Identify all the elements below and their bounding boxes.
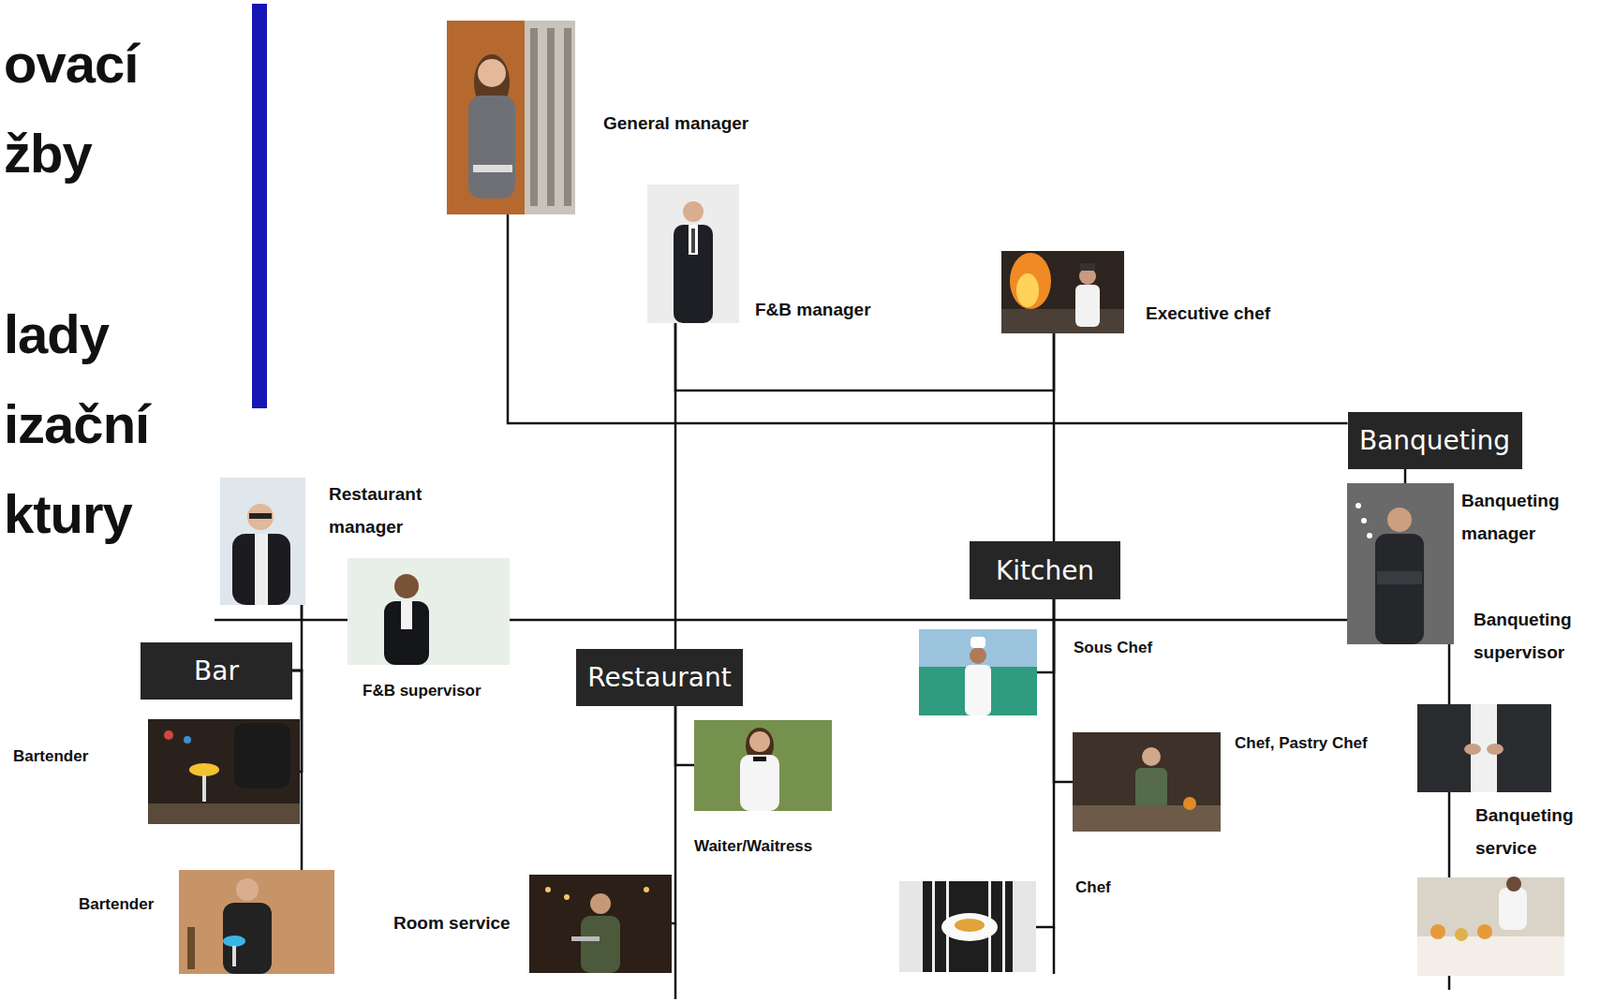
org-connector — [671, 706, 676, 924]
group-box: Kitchen — [969, 541, 1121, 600]
role-label: F&B manager — [755, 293, 872, 326]
role-label: Executive chef — [1145, 296, 1271, 330]
photo-banqueting-supervisor — [1417, 704, 1552, 793]
role-photo-box: General manager — [446, 20, 576, 215]
role-photo-box: Room service — [529, 874, 672, 974]
photo-restaurant-manager — [220, 477, 306, 606]
accent-bar — [251, 3, 267, 409]
photo-waiter — [694, 720, 832, 812]
role-label: Banqueting supervisor — [1473, 603, 1591, 669]
group-title: Kitchen — [995, 555, 1095, 587]
role-label: Banqueting service — [1475, 799, 1593, 865]
role-photo-box: Executive chef — [1001, 251, 1125, 334]
role-label: Bartender — [78, 888, 154, 921]
photo-pastry-chef — [1072, 732, 1221, 832]
role-photo-box: Banqueting supervisor — [1417, 704, 1552, 793]
photo-general-manager — [446, 20, 576, 215]
photo-bartender — [148, 719, 300, 825]
org-connector — [1037, 599, 1054, 673]
group-box: Bar — [140, 642, 293, 700]
photo-bartender-2 — [178, 870, 335, 975]
photo-fb-manager — [647, 184, 740, 324]
org-connector — [301, 605, 348, 621]
role-label: Restaurant manager — [328, 477, 451, 544]
title-fragment: lady izační ktury — [3, 289, 149, 560]
role-label: Sous Chef — [1073, 631, 1153, 665]
role-photo-box: F&B manager — [647, 184, 740, 324]
role-label: Waiter/Waitress — [694, 829, 813, 863]
org-connector — [1404, 469, 1408, 484]
photo-executive-chef — [1001, 251, 1125, 334]
org-connector — [675, 323, 1054, 391]
photo-chef — [899, 881, 1037, 973]
role-photo-box: Bartender — [178, 870, 335, 975]
org-connector — [507, 214, 1349, 424]
photo-banqueting-manager — [1347, 483, 1454, 645]
role-photo-box: Sous Chef — [918, 629, 1038, 716]
role-label: Bartender — [13, 740, 89, 773]
role-label: Room service — [393, 906, 511, 940]
org-connector — [292, 605, 302, 671]
group-title: Bar — [193, 655, 239, 687]
role-photo-box: F&B supervisor — [347, 558, 510, 666]
org-connector — [1448, 644, 1452, 705]
role-photo-box: Banqueting manager — [1347, 483, 1454, 645]
photo-sous-chef — [918, 629, 1038, 716]
org-connector — [1448, 792, 1452, 878]
role-label: Chef — [1075, 871, 1112, 904]
role-label: General manager — [603, 106, 749, 140]
org-connector — [1036, 599, 1054, 928]
group-box: Restaurant — [576, 649, 743, 707]
org-connector — [1052, 333, 1056, 542]
group-title: Restaurant — [587, 662, 731, 694]
role-label: F&B supervisor — [362, 674, 482, 708]
title-fragment: ovací žby — [3, 18, 138, 199]
photo-fb-supervisor — [347, 558, 510, 666]
group-box: Banqueting — [1348, 412, 1523, 470]
org-connector — [674, 323, 678, 650]
role-photo-box: Chef, Pastry Chef — [1072, 732, 1221, 832]
org-connector — [509, 619, 1348, 623]
photo-room-service — [529, 874, 672, 974]
org-line-tails — [214, 620, 1450, 1000]
role-photo-box: Bartender — [148, 719, 300, 825]
role-label: Chef, Pastry Chef — [1234, 726, 1368, 760]
photo-banqueting-service — [1417, 876, 1565, 977]
org-connector — [1053, 599, 1073, 783]
org-connector — [675, 706, 695, 766]
group-title: Banqueting — [1359, 425, 1511, 457]
role-photo-box: Banqueting service — [1417, 877, 1565, 977]
role-photo-box: Restaurant manager — [220, 477, 306, 606]
role-photo-box: Chef — [899, 881, 1037, 973]
role-photo-box: Waiter/Waitress — [694, 720, 832, 812]
role-label: Banqueting manager — [1461, 484, 1579, 550]
